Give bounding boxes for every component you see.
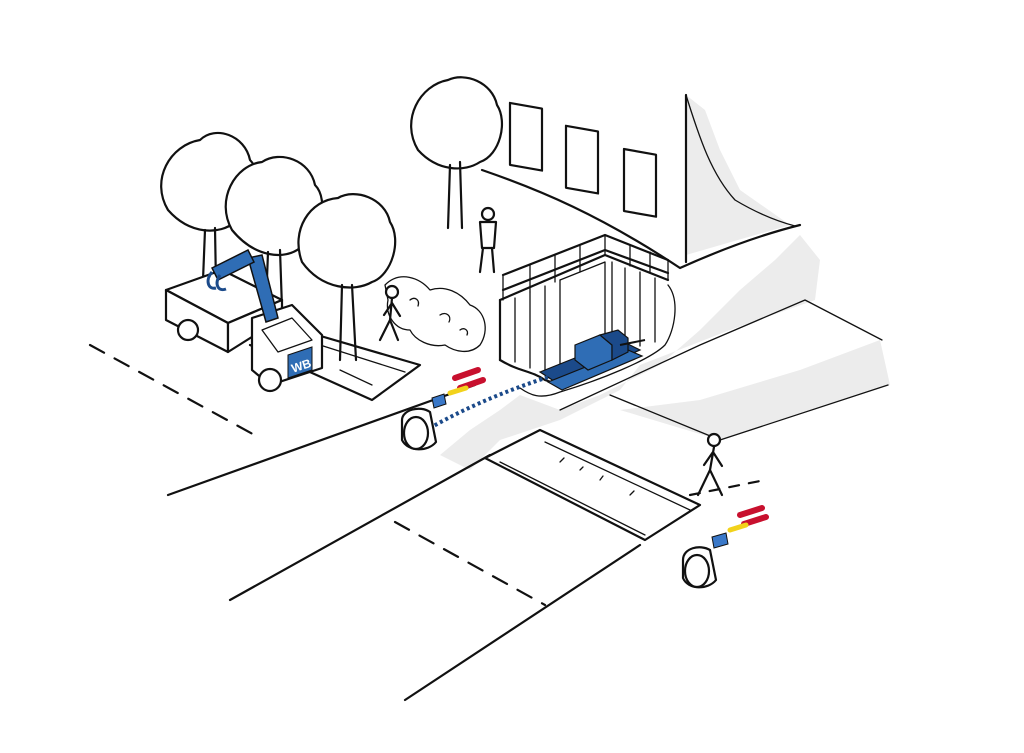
pedestrian-icon xyxy=(696,432,724,497)
tree-icon xyxy=(297,193,397,362)
tree-icon xyxy=(410,76,504,230)
truck-icon: WB xyxy=(164,268,324,393)
building-window xyxy=(508,101,544,172)
building-window xyxy=(564,124,600,195)
building-window xyxy=(622,147,658,218)
hedge xyxy=(384,276,486,353)
building xyxy=(480,93,802,270)
road xyxy=(88,343,767,702)
pit-railing xyxy=(501,233,670,301)
drill-string xyxy=(429,370,566,430)
manhole-ring-icon xyxy=(681,546,718,589)
truck-logo-text: WB xyxy=(290,356,314,376)
truck-logo: WB xyxy=(287,346,314,379)
worker-icon xyxy=(478,206,498,274)
ground-area xyxy=(440,235,890,470)
crane-icon xyxy=(206,248,279,323)
pipe-segment-icon xyxy=(711,505,769,549)
manhole-ring-icon xyxy=(400,407,438,451)
pipe-segment-icon xyxy=(431,367,486,409)
curb-strip-right xyxy=(483,428,702,542)
pedestrian-icon xyxy=(378,284,402,342)
